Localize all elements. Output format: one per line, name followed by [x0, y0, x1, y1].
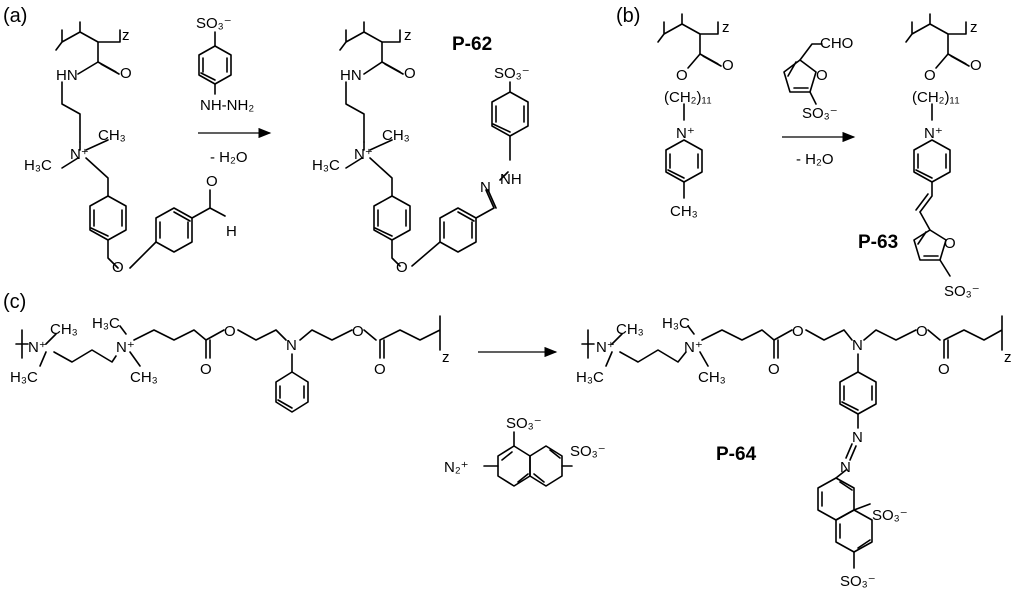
atom-o: O: [768, 361, 780, 378]
atom-ch3: CH₃: [670, 203, 698, 220]
atom-ch3: CH₃: [698, 369, 726, 386]
atom-so3: SO₃⁻: [570, 443, 606, 460]
atom-n-plus: N⁺: [596, 339, 615, 356]
repeat-index-z: z: [442, 349, 450, 366]
atom-hn: HN: [340, 67, 362, 84]
atom-hn: HN: [56, 67, 78, 84]
atom-n-plus: N⁺: [116, 339, 135, 356]
atom-n: N: [286, 337, 297, 354]
atom-n-plus: N⁺: [70, 146, 89, 163]
atom-o: O: [924, 67, 936, 84]
atom-so3: SO₃⁻: [494, 65, 530, 82]
atom-so3: SO₃⁻: [802, 105, 838, 122]
product-label-p64: P-64: [716, 444, 757, 465]
atom-o: O: [816, 67, 828, 84]
atom-o: O: [120, 65, 132, 82]
repeat-index-z: z: [722, 19, 730, 36]
atom-o: O: [374, 361, 386, 378]
reagent-formylfuransulfonate: [783, 43, 823, 105]
atom-o: O: [396, 259, 408, 276]
atom-cho: CHO: [820, 35, 853, 52]
panel-label-a: (a): [3, 5, 27, 27]
atom-o: O: [112, 259, 124, 276]
panel-label-c: (c): [3, 291, 26, 313]
atom-so3: SO₃⁻: [506, 415, 542, 432]
atom-ch3: CH₃: [616, 321, 644, 338]
atom-o: O: [938, 361, 950, 378]
reagent-naphthalenediazonium: [483, 431, 573, 487]
atom-h3c: H₃C: [24, 157, 52, 174]
atom-o: O: [206, 173, 218, 190]
repeat-index-z: z: [122, 27, 130, 44]
atom-h: H: [226, 223, 237, 240]
atom-o: O: [200, 361, 212, 378]
atom-n2-plus: N₂⁺: [444, 459, 469, 476]
atom-h3c: H₃C: [312, 157, 340, 174]
atom-h3c: H₃C: [662, 315, 690, 332]
atom-so3: SO₃⁻: [944, 283, 980, 300]
atom-so3: SO₃⁻: [196, 15, 232, 32]
atom-ch2-11: (CH₂)₁₁: [664, 89, 712, 106]
atom-h3c: H₃C: [10, 369, 38, 386]
reactant-polymer-b: [657, 13, 722, 199]
reagent-sulfophenylhydrazine: [198, 31, 232, 95]
atom-h3c: H₃C: [576, 369, 604, 386]
atom-n-plus: N⁺: [924, 125, 943, 142]
atom-nh-nh2: NH-NH₂: [200, 97, 254, 114]
atom-n-plus: N⁺: [676, 125, 695, 142]
atom-ch3: CH₃: [98, 127, 126, 144]
condition-water-loss: - H₂O: [210, 149, 248, 166]
atom-nh: NH: [500, 171, 522, 188]
product-p63-structure: [905, 13, 970, 277]
atom-n-plus: N⁺: [684, 339, 703, 356]
atom-ch2-11: (CH₂)₁₁: [912, 89, 960, 106]
atom-o: O: [224, 323, 236, 340]
product-p62-structure: [339, 21, 529, 267]
atom-n: N: [852, 337, 863, 354]
atom-o: O: [970, 57, 982, 74]
reactant-polymer-a: [55, 21, 226, 269]
atom-h3c: H₃C: [92, 315, 120, 332]
atom-n-plus: N⁺: [354, 146, 373, 163]
product-label-p63: P-63: [858, 232, 898, 253]
atom-o: O: [792, 323, 804, 340]
product-label-p62: P-62: [452, 34, 492, 55]
atom-n: N: [840, 459, 851, 476]
atom-o: O: [404, 65, 416, 82]
repeat-index-z: z: [970, 19, 978, 36]
atom-n: N: [480, 179, 491, 196]
atom-o: O: [352, 323, 364, 340]
atom-ch3: CH₃: [50, 321, 78, 338]
atom-so3: SO₃⁻: [872, 507, 908, 524]
condition-water-loss: - H₂O: [796, 151, 834, 168]
atom-n: N: [852, 429, 863, 446]
repeat-index-z: z: [1004, 349, 1012, 366]
product-p64-structure: [581, 315, 1003, 569]
atom-o: O: [944, 235, 956, 252]
atom-n-plus: N⁺: [28, 339, 47, 356]
atom-ch3: CH₃: [382, 127, 410, 144]
panel-label-b: (b): [616, 5, 640, 27]
atom-o: O: [722, 57, 734, 74]
atom-ch3: CH₃: [130, 369, 158, 386]
atom-so3: SO₃⁻: [840, 573, 876, 590]
reactant-ionene-polymer: [15, 315, 441, 413]
repeat-index-z: z: [404, 27, 412, 44]
atom-o: O: [916, 323, 928, 340]
atom-o: O: [676, 67, 688, 84]
